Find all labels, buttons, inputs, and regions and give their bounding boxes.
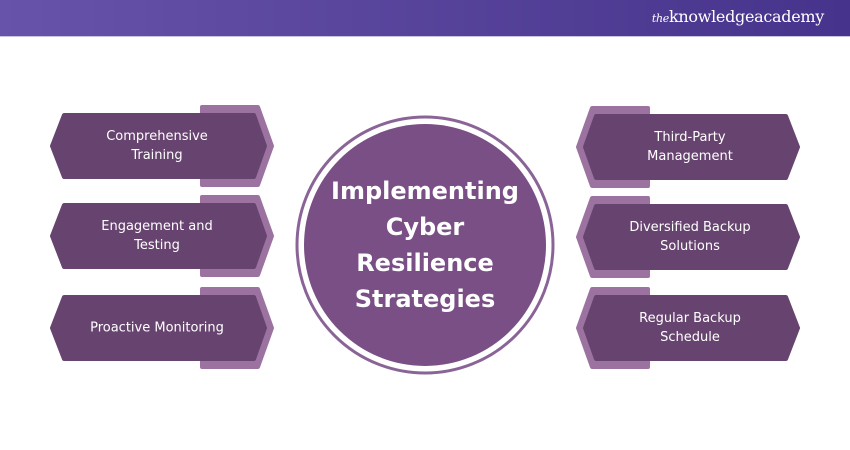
center-circle: [304, 124, 546, 366]
center-title: Implementing Cyber Resilience Strategies: [331, 177, 519, 313]
right-box-1: [583, 114, 800, 180]
right-box-3: [583, 295, 800, 361]
right-box-2: [583, 204, 800, 270]
left-box-2: [50, 203, 267, 269]
left-box-1: [50, 113, 267, 179]
left-box-3: [50, 295, 267, 361]
center-ring: [295, 115, 555, 375]
right-item-3: Regular Backup Schedule: [639, 311, 741, 345]
right-item-1: Third-Party Management: [647, 130, 733, 164]
left-item-3: Proactive Monitoring: [90, 320, 224, 336]
right-item-2: Diversified Backup Solutions: [629, 220, 751, 254]
left-item-2: Engagement and Testing: [101, 219, 213, 253]
left-item-1: Comprehensive Training: [106, 129, 208, 163]
header-bar: theknowledgeacademy: [0, 0, 850, 37]
brand-logo[interactable]: theknowledgeacademy: [651, 7, 824, 26]
